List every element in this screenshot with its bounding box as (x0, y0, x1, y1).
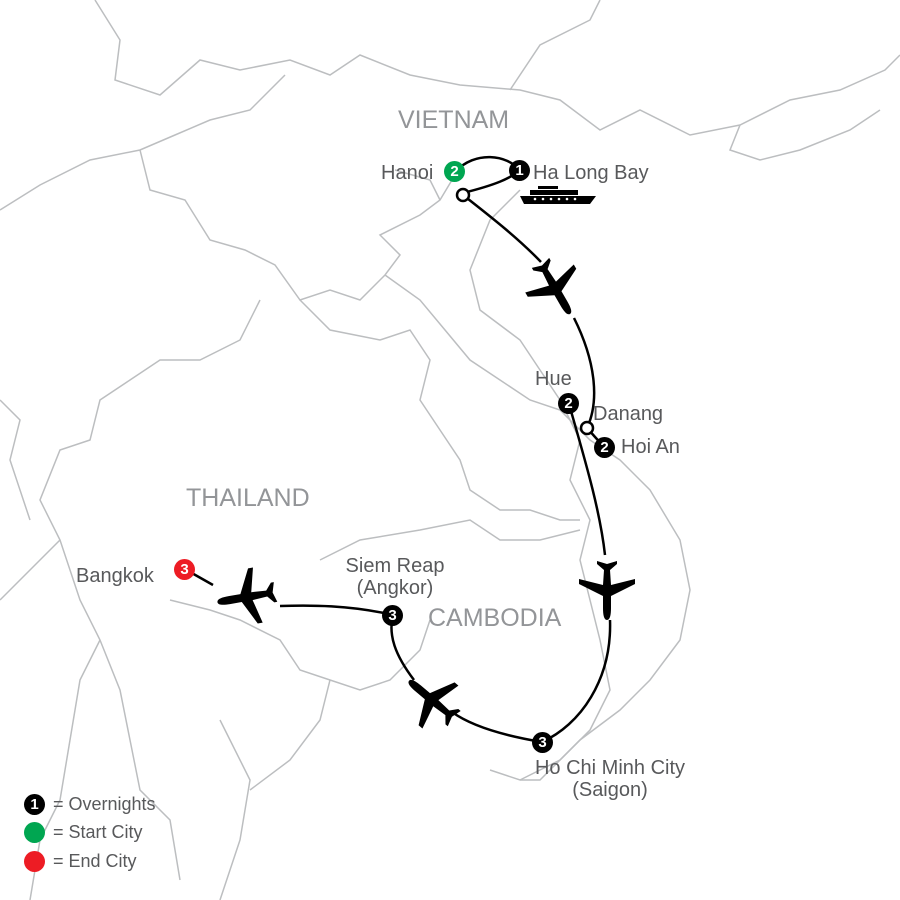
start-city-marker-hanoi: 2 (444, 161, 465, 182)
legend-end-city: = End City (24, 851, 137, 872)
city-label-hoian: Hoi An (621, 436, 680, 458)
end-city-marker-icon (24, 851, 45, 872)
city-label-halong: Ha Long Bay (533, 162, 649, 184)
overnight-marker-hcmc: 3 (532, 732, 553, 753)
airplane-icon (391, 659, 473, 741)
cruise-ship-icon (520, 186, 596, 204)
city-label-danang: Danang (593, 403, 664, 425)
overnight-marker-hue: 2 (558, 393, 579, 414)
legend-label: = End City (53, 851, 137, 871)
city-label-hue: Hue (535, 368, 572, 390)
city-name: Siem Reap (345, 555, 445, 577)
legend-start-city: = Start City (24, 822, 143, 843)
overnight-marker-icon: 1 (24, 794, 45, 815)
country-label-thailand: THAILAND (186, 484, 310, 512)
country-label-cambodia: CAMBODIA (428, 604, 562, 632)
start-city-marker-icon (24, 822, 45, 843)
city-label-hanoi: Hanoi (381, 162, 434, 184)
city-label-bangkok: Bangkok (76, 565, 154, 587)
city-label-hcmc: Ho Chi Minh City (Saigon) (520, 757, 700, 801)
city-name: Ho Chi Minh City (534, 757, 686, 779)
overnight-marker-halong: 1 (509, 160, 530, 181)
legend-overnights: 1 = Overnights (24, 794, 156, 815)
legend-label: = Start City (53, 822, 143, 842)
city-label-siemreap: Siem Reap (Angkor) (335, 555, 455, 599)
city-alt-name: (Saigon) (572, 779, 648, 801)
airplane-icon (212, 564, 281, 630)
end-city-marker-bangkok: 3 (174, 559, 195, 580)
airplane-icon (516, 248, 595, 328)
overnight-marker-hoian: 2 (594, 437, 615, 458)
country-label-vietnam: VIETNAM (398, 106, 510, 134)
waypoint-markers (455, 187, 595, 436)
route-lines (189, 155, 612, 744)
legend-label: = Overnights (53, 794, 156, 814)
overnight-marker-siemreap: 3 (382, 605, 403, 626)
city-alt-name: (Angkor) (356, 577, 434, 599)
